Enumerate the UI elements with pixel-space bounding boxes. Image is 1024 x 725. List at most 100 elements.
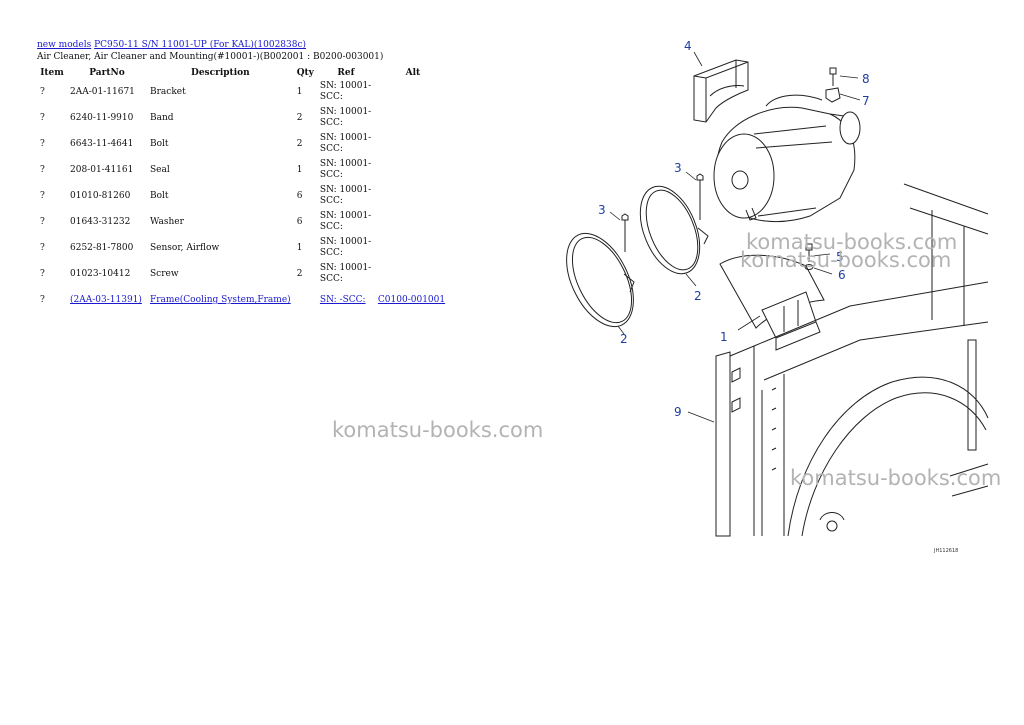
cell-qty: 1 — [296, 165, 303, 175]
cell-partno: 6252-81-7800 — [70, 243, 134, 253]
leader-lines — [609, 51, 861, 423]
col-header-partno: PartNo — [89, 67, 125, 78]
callout-2-lower: 2 — [620, 332, 628, 346]
cell-ref: SN: 10001-SCC: — [319, 159, 372, 180]
cell-partno-link[interactable]: (2AA-03-11391) — [70, 295, 142, 305]
cell-qty — [294, 287, 317, 313]
bolt-8 — [829, 67, 837, 86]
cell-alt — [375, 235, 451, 261]
cell-alt — [375, 105, 451, 131]
col-header-item: Item — [40, 67, 64, 78]
cell-qty: 6 — [296, 191, 303, 201]
cell-alt — [375, 79, 451, 105]
band-2-upper — [639, 185, 709, 275]
breadcrumb-link-new-models[interactable]: new models — [37, 40, 92, 50]
bracket-1 — [719, 254, 825, 351]
air-cleaner-body — [713, 94, 861, 223]
table-row: ? 01643-31232 Washer 6 SN: 10001-SCC: — [37, 209, 451, 235]
cell-item: ? — [40, 113, 45, 123]
table-row: ? 6252-81-7800 Sensor, Airflow 1 SN: 100… — [37, 235, 451, 261]
band-2-lower — [566, 232, 635, 328]
breadcrumb: new models PC950-11 S/N 11001-UP (For KA… — [37, 40, 306, 51]
cell-ref: SN: 10001-SCC: — [319, 185, 372, 206]
table-row: ? 01010-81260 Bolt 6 SN: 10001-SCC: — [37, 183, 451, 209]
table-row: ? 01023-10412 Screw 2 SN: 10001-SCC: — [37, 261, 451, 287]
cell-partno: 01643-31232 — [70, 217, 131, 227]
cell-description: Screw — [150, 269, 179, 279]
cell-partno: 6643-11-4641 — [70, 139, 134, 149]
bolt-3-upper — [696, 173, 704, 220]
cell-item: ? — [40, 243, 45, 253]
cell-alt — [375, 131, 451, 157]
callout-1: 1 — [720, 330, 728, 344]
cell-ref: SN: 10001-SCC: — [319, 81, 372, 102]
callout-3-upper: 3 — [674, 161, 682, 175]
col-header-qty: Qty — [296, 67, 314, 78]
cell-partno: 2AA-01-11671 — [70, 87, 135, 97]
bolt-5 — [805, 243, 813, 262]
watermark: komatsu-books.com — [332, 418, 544, 442]
cell-alt-link[interactable]: C0100-001001 — [377, 295, 446, 305]
exploded-parts-diagram: 4 8 7 3 3 5 6 2 1 2 9 JH112618 — [566, 39, 989, 554]
cell-ref: SN: 10001-SCC: — [319, 107, 372, 128]
cell-partno: 208-01-41161 — [70, 165, 134, 175]
cell-description: Seal — [150, 165, 170, 175]
cell-description: Washer — [150, 217, 184, 227]
cell-ref: SN: 10001-SCC: — [319, 263, 372, 284]
cell-qty: 6 — [296, 217, 303, 227]
callout-6: 6 — [838, 268, 846, 282]
cell-partno: 6240-11-9910 — [70, 113, 134, 123]
cell-ref: SN: 10001-SCC: — [319, 211, 372, 232]
cell-item: ? — [40, 217, 45, 227]
page-subtitle: Air Cleaner, Air Cleaner and Mounting(#1… — [37, 52, 384, 62]
cell-description: Bolt — [150, 191, 169, 201]
bolt-3-lower — [621, 213, 629, 252]
table-row: ? 208-01-41161 Seal 1 SN: 10001-SCC: — [37, 157, 451, 183]
cell-description: Bolt — [150, 139, 169, 149]
cell-qty: 2 — [296, 139, 303, 149]
diagram-code: JH112618 — [933, 548, 958, 554]
col-header-ref: Ref — [337, 67, 355, 78]
cell-partno: 01023-10412 — [70, 269, 131, 279]
parts-table: Item PartNo Description Qty Ref Alt ? 2A… — [37, 66, 451, 313]
cell-alt — [375, 157, 451, 183]
cell-ref: SN: 10001-SCC: — [319, 133, 372, 154]
cell-item: ? — [40, 191, 45, 201]
cell-qty: 1 — [296, 243, 303, 253]
table-row: ? 6240-11-9910 Band 2 SN: 10001-SCC: — [37, 105, 451, 131]
cell-qty: 2 — [296, 269, 303, 279]
callout-5: 5 — [836, 250, 844, 264]
cell-description-link[interactable]: Frame(Cooling System,Frame) — [150, 295, 291, 305]
cell-description: Bracket — [150, 87, 186, 97]
callout-9: 9 — [674, 405, 682, 419]
table-row: ? 2AA-01-11671 Bracket 1 SN: 10001-SCC: — [37, 79, 451, 105]
cell-alt — [375, 183, 451, 209]
cell-item: ? — [40, 87, 45, 97]
cell-item: ? — [40, 269, 45, 279]
cell-qty: 1 — [296, 87, 303, 97]
callout-8: 8 — [862, 72, 870, 86]
cell-item: ? — [40, 165, 45, 175]
cell-alt — [375, 209, 451, 235]
table-row: ? (2AA-03-11391) Frame(Cooling System,Fr… — [37, 287, 451, 313]
cell-item: ? — [40, 295, 45, 305]
cell-ref-link[interactable]: SN: -SCC: — [319, 294, 366, 305]
table-header-row: Item PartNo Description Qty Ref Alt — [37, 66, 451, 79]
cell-alt — [375, 261, 451, 287]
breadcrumb-link-model[interactable]: PC950-11 S/N 11001-UP (For KAL)(1002838c… — [94, 40, 307, 50]
callout-2-upper: 2 — [694, 289, 702, 303]
col-header-alt: Alt — [405, 67, 421, 78]
cell-qty: 2 — [296, 113, 303, 123]
cell-ref: SN: 10001-SCC: — [319, 237, 372, 258]
watermark: komatsu-books.com — [740, 248, 952, 272]
cell-partno: 01010-81260 — [70, 191, 131, 201]
table-row: ? 6643-11-4641 Bolt 2 SN: 10001-SCC: — [37, 131, 451, 157]
cell-description: Band — [150, 113, 174, 123]
callout-labels: 4 8 7 3 3 5 6 2 1 2 9 JH112618 — [598, 39, 958, 554]
washer-6 — [804, 264, 814, 270]
callout-4: 4 — [684, 39, 692, 53]
col-header-description: Description — [191, 67, 250, 78]
callout-7: 7 — [862, 94, 870, 108]
seal-block — [693, 59, 749, 123]
cooling-frame-9 — [715, 183, 989, 537]
